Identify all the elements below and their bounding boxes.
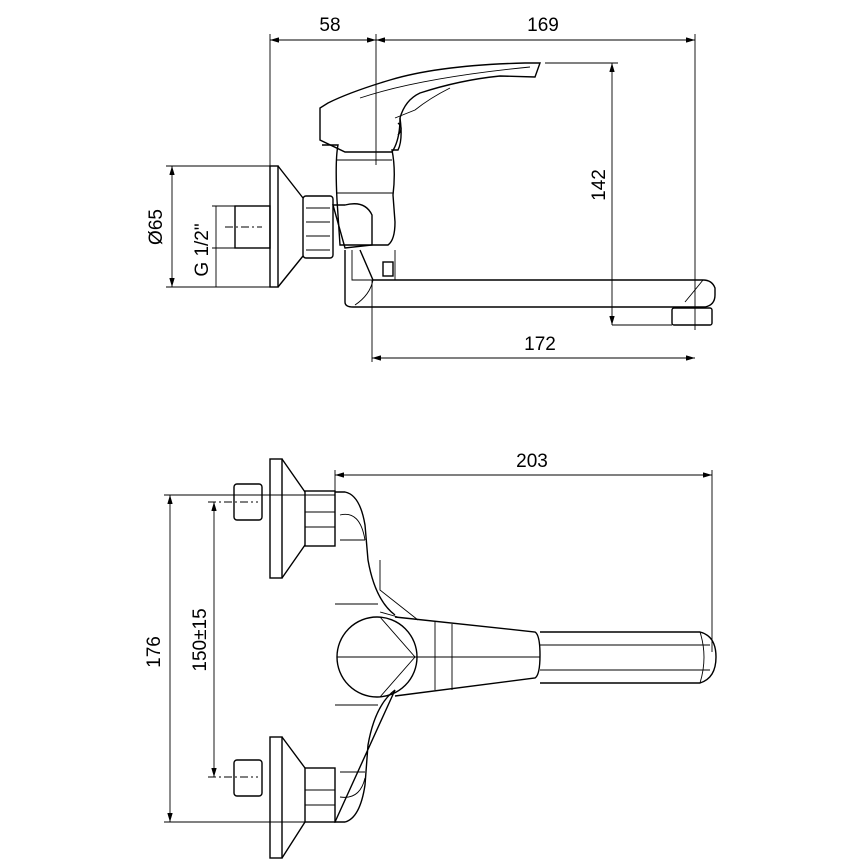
hex-nut-lower xyxy=(304,767,336,823)
mixer-body xyxy=(322,117,402,246)
side-view: 58 169 Ø65 G 1/2" xyxy=(146,15,716,362)
lever-top xyxy=(394,616,541,697)
hex-nut xyxy=(302,195,334,259)
dim-label-diameter-65: Ø65 xyxy=(146,209,167,245)
dim-label-thread: G 1/2" xyxy=(192,223,213,276)
nut-facets xyxy=(305,789,335,806)
spout xyxy=(344,249,716,308)
escutcheon xyxy=(269,165,279,288)
dim-label-176: 176 xyxy=(144,636,165,668)
lever-handle xyxy=(319,62,541,153)
inlet-stub-lower xyxy=(233,759,263,797)
inlet-stub xyxy=(234,205,271,249)
escutcheon-cone-upper xyxy=(281,458,306,579)
aerator-nut xyxy=(382,261,394,277)
lever-detail xyxy=(337,560,540,698)
nut-facets xyxy=(305,511,335,528)
top-view: 203 176 150±15 xyxy=(144,451,717,859)
connector xyxy=(332,203,373,249)
escutcheon-cone xyxy=(277,165,304,288)
escutcheon-cone-lower xyxy=(281,736,306,859)
body-detail xyxy=(335,513,378,798)
lever-grip xyxy=(540,631,717,684)
spout-detail xyxy=(354,279,704,306)
nut-facets xyxy=(306,207,330,251)
mixer-body-top xyxy=(333,491,396,823)
dim-label-203: 203 xyxy=(516,451,548,472)
dim-label-142: 142 xyxy=(589,169,610,201)
lever-screw xyxy=(397,122,402,136)
dim-label-172: 172 xyxy=(524,334,556,355)
lever-detail xyxy=(359,66,531,119)
dim-label-150: 150±15 xyxy=(190,608,211,671)
inlet-stub-upper xyxy=(233,483,263,521)
escutcheon-upper xyxy=(269,458,283,579)
escutcheon-lower xyxy=(269,736,283,859)
hex-nut-upper xyxy=(304,490,336,547)
aerator xyxy=(671,307,713,326)
lever-grip-detail xyxy=(540,631,710,684)
dim-label-58: 58 xyxy=(319,15,340,36)
dim-label-169: 169 xyxy=(527,15,559,36)
